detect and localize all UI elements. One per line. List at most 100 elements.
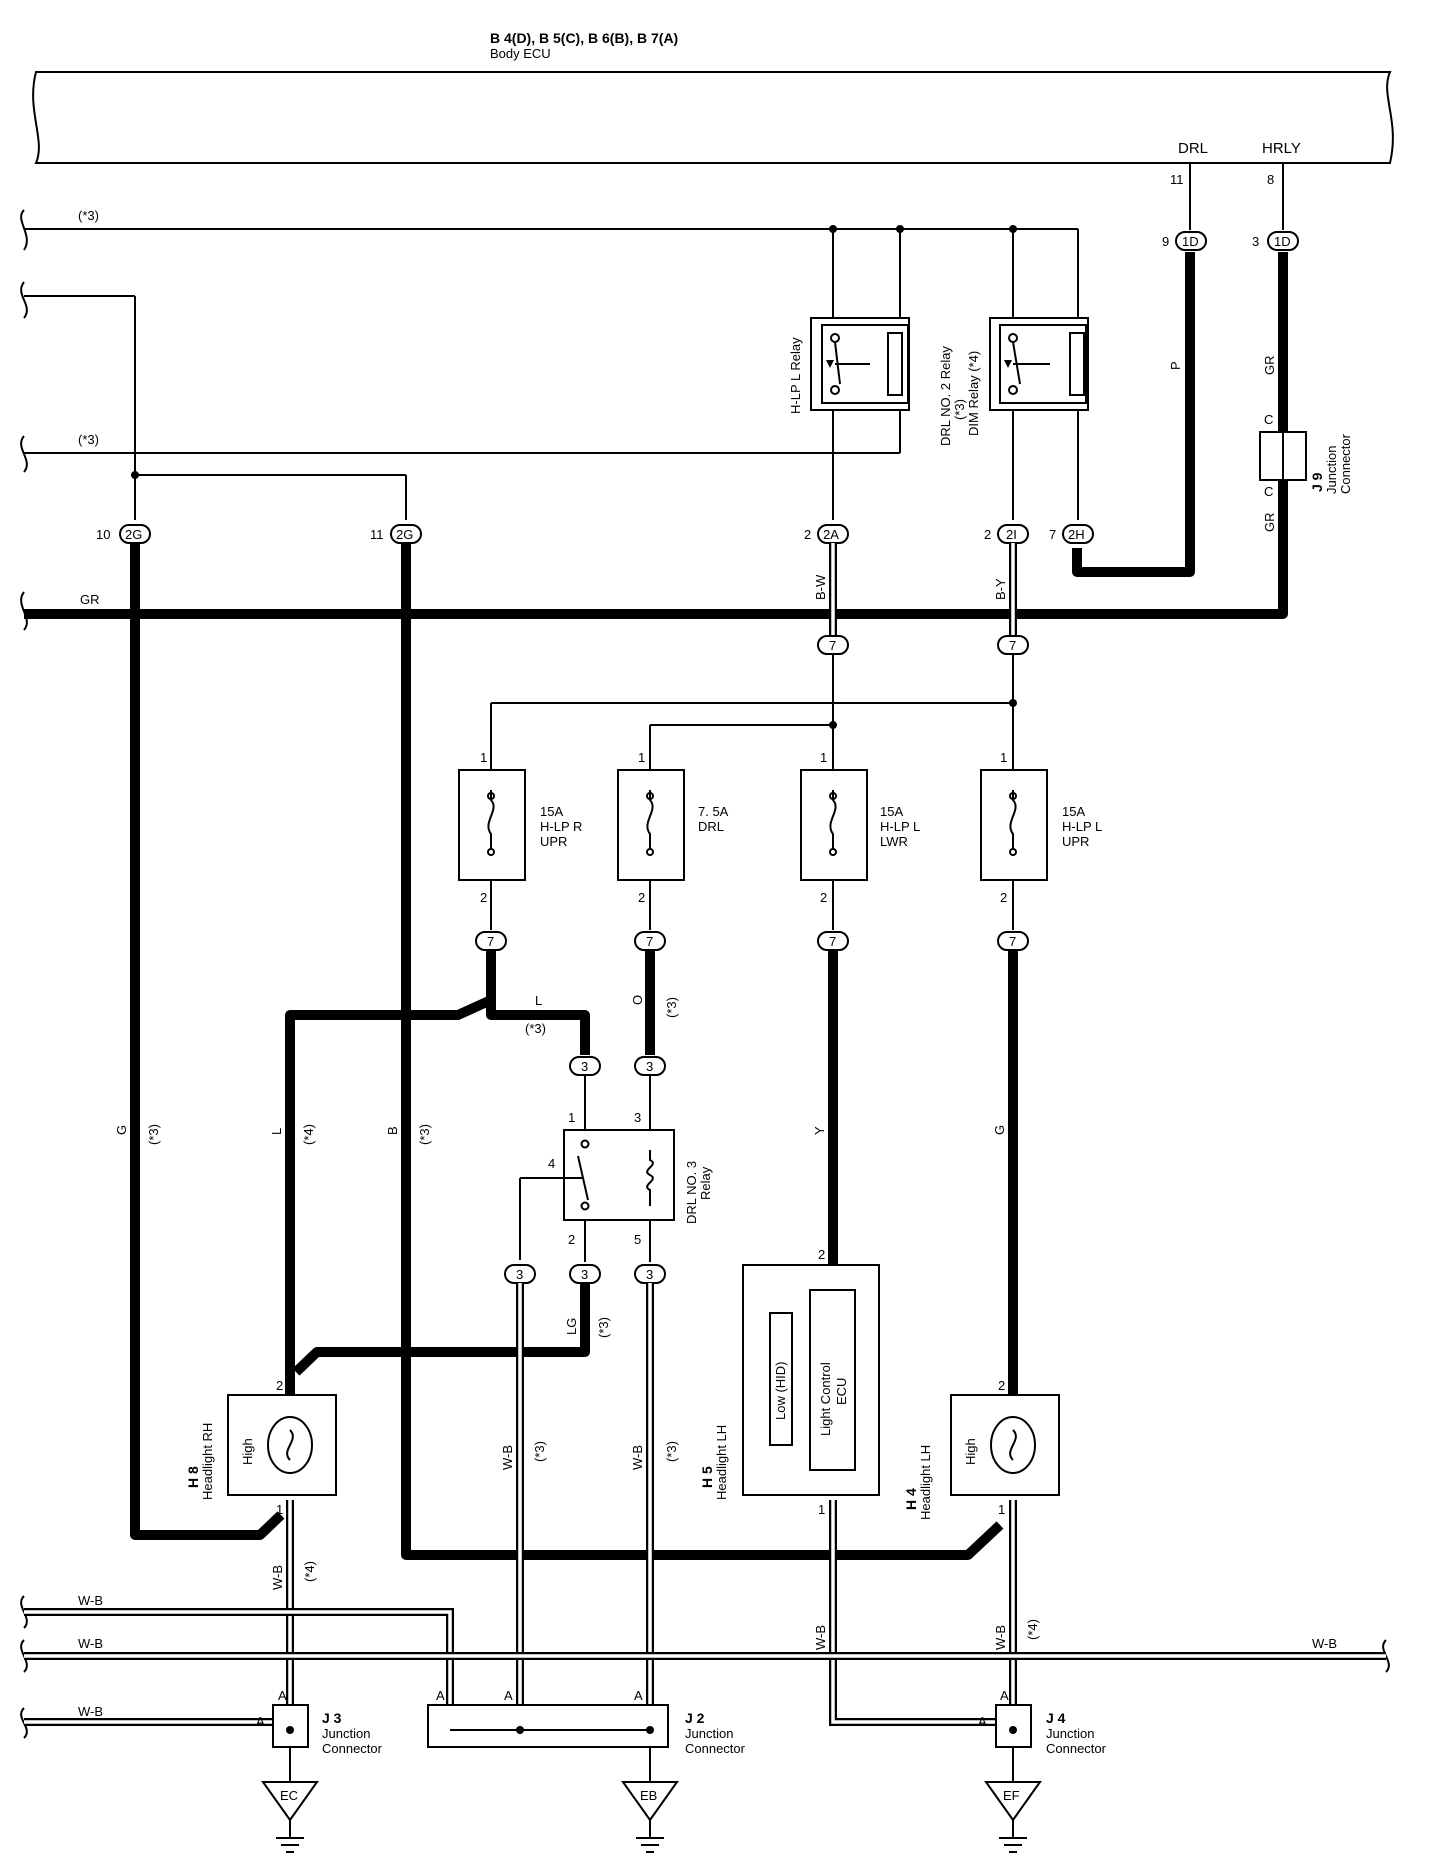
drl3-pin5: 5 [634,1232,641,1247]
wire-label-o: O [630,995,645,1005]
ecu-name: Body ECU [490,46,551,61]
j2-junction-connector: A A A J 2 Junction Connector [427,1688,746,1782]
ground-wiring: W-B W-B W-B W-B W-B (*3) W-B (*3) W-B (*… [24,1283,1386,1740]
drl-no2-relay: DRL NO. 2 Relay (*3) DIM Relay (*4) [938,317,1089,446]
connector-2h: 2H [1068,527,1085,542]
wire-label-wb-1: W-B [78,1593,103,1608]
note-top-3a: (*3) [78,208,99,223]
note-wb-3a: (*3) [532,1441,547,1462]
connector-7-f3: 7 [829,934,836,949]
note-top-3b: (*3) [78,432,99,447]
wire-label-wb-2: W-B [78,1636,103,1651]
wire-label-b: B [385,1126,400,1135]
connector-7-f2: 7 [646,934,653,949]
h5-lcu-label-b: ECU [834,1378,849,1405]
connector-7-f4: 7 [1009,934,1016,949]
pin-11: 11 [370,527,384,542]
hlp-l-relay: H-LP L Relay [788,317,910,414]
connector-7-bw: 7 [829,638,836,653]
j3-label-a: Junction [322,1726,370,1741]
fuse-hlp-r-upr: 1 2 15A H-LP R UPR [458,750,582,905]
note-wb-3b: (*3) [664,1441,679,1462]
fuse3-pin1: 1 [820,750,827,765]
fuse4-label2: UPR [1062,834,1089,849]
pin-2-2a: 2 [804,527,811,542]
headlight-lh-high: High 2 1 H 4 Headlight LH [903,1378,1060,1520]
h8-high-label: High [240,1438,255,1465]
j2-pin-a-3: A [634,1688,643,1703]
ground-eb-label: EB [640,1788,657,1803]
j3-junction-connector: A A J 3 Junction Connector [256,1688,383,1782]
h4-name: Headlight LH [918,1445,933,1520]
fuse2-pin1: 1 [638,750,645,765]
wire-label-gr-lower: GR [1262,513,1277,533]
h5-code: H 5 [699,1466,715,1488]
j3-label-b: Connector [322,1741,383,1756]
h5-low-label: Low (HID) [773,1361,788,1420]
wire-label-y: Y [812,1126,827,1135]
wire-label-p: P [1168,361,1183,370]
h4-high-label: High [963,1438,978,1465]
ecu-output-wiring: P GR GR GR [24,163,1288,619]
wire-label-wb-7: W-B [270,1565,285,1590]
connector-2a: 2A [823,527,839,542]
fuse-output-connectors: 7 7 7 7 [475,880,1029,951]
note-wb-4a: (*4) [302,1561,317,1582]
j4-code: J 4 [1046,1710,1066,1726]
wire-label-wb-8: W-B [813,1625,828,1650]
wire-label-l-top: L [535,993,542,1008]
j4-pin-a-left: A [978,1714,987,1729]
h8-name: Headlight RH [200,1423,215,1500]
h4-pin1: 1 [998,1502,1005,1517]
fuse1-pin2: 2 [480,890,487,905]
fuse3-label2: LWR [880,834,908,849]
connector-row-upper: 1D 9 1D 3 2G 10 2G 11 2A 2 2I 2 2H 7 [96,231,1299,544]
drl-no2-relay-label-b: (*3) [952,399,967,420]
fuse4-amp: 15A [1062,804,1085,819]
wire-label-wb-3: W-B [78,1704,103,1719]
wire-label-gr-left: GR [80,592,100,607]
wire-label-wb-4: W-B [1312,1636,1337,1651]
wire-label-gr-upper: GR [1262,356,1277,376]
j9-code: J 9 [1309,472,1325,492]
fuse2-amp: 7. 5A [698,804,729,819]
j4-label-a: Junction [1046,1726,1094,1741]
fuse-feed [490,654,1017,770]
h5-lcu-label-a: Light Control [818,1362,833,1436]
drl3-pin4: 4 [548,1156,555,1171]
pin-3-top: 3 [1252,234,1259,249]
connector-1d-a: 1D [1182,234,1199,249]
j2-label-b: Connector [685,1741,746,1756]
fuse1-pin1: 1 [480,750,487,765]
ground-ef: EF [984,1781,1042,1853]
drl3-label-b: Relay [698,1166,713,1200]
fuse1-label1: H-LP R [540,819,582,834]
top-thin-wiring: (*3) (*3) [24,208,1079,520]
body-ecu: B 4(D), B 5(C), B 6(B), B 7(A) Body ECU … [32,30,1394,187]
fuse3-label1: H-LP L [880,819,920,834]
j9-pin-c-top: C [1264,412,1273,427]
h5-pin2: 2 [818,1247,825,1262]
wire-label-wb-6: W-B [630,1445,645,1470]
connector-3-d: 3 [581,1267,588,1282]
fuse4-label1: H-LP L [1062,819,1102,834]
ground-ef-label: EF [1003,1788,1020,1803]
headlight-lh-hid: Low (HID) Light Control ECU 2 1 H 5 Head… [699,1247,880,1517]
fuse2-pin2: 2 [638,890,645,905]
fuse4-pin2: 2 [1000,890,1007,905]
break-marks [20,209,1390,1739]
pin-7-2h: 7 [1049,527,1056,542]
j4-junction-connector: A A J 4 Junction Connector [978,1688,1107,1782]
ecu-pin-hrly-label: HRLY [1262,140,1301,157]
j9-label-a: Junction [1324,446,1339,494]
wire-label-wb-9: W-B [993,1625,1008,1650]
fuse-hlp-l-lwr: 1 2 15A H-LP L LWR [800,750,920,905]
h5-pin1: 1 [818,1502,825,1517]
h5-name: Headlight LH [714,1425,729,1500]
wire-label-g-right: G [992,1125,1007,1135]
fuse4-pin1: 1 [1000,750,1007,765]
j2-pin-a-1: A [436,1688,445,1703]
ecu-pin-hrly-number: 8 [1267,172,1274,187]
wire-label-l-left: L [269,1128,284,1135]
